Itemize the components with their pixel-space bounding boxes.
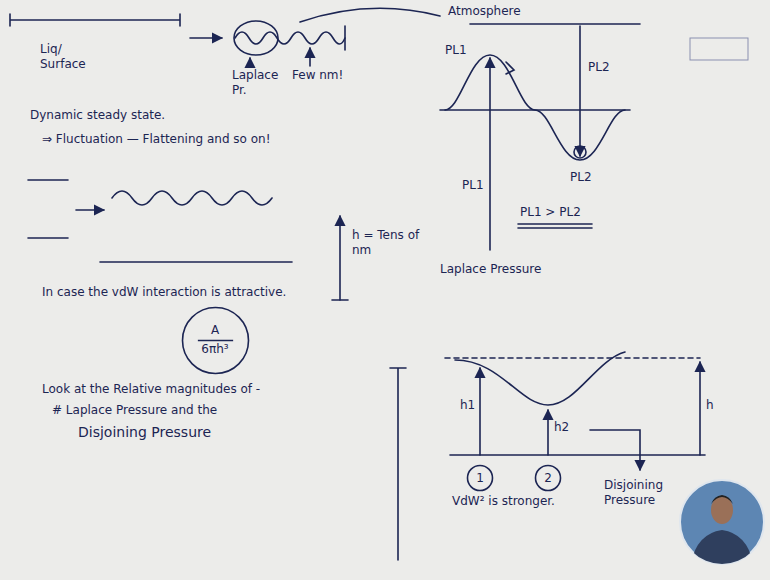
flow-chevron: [506, 62, 514, 74]
thickness-arrow: [547, 410, 549, 455]
thickness-arrow: [699, 362, 701, 455]
circle-outline: [468, 466, 493, 491]
point-marker: 1: [466, 464, 494, 492]
circle-outline: [182, 307, 248, 373]
dimension: h: [706, 398, 714, 413]
arrow: [190, 37, 222, 39]
pressure-symbol: PL1: [445, 43, 467, 58]
fraction-bar: [197, 339, 232, 340]
trough-mark: [574, 146, 586, 158]
inequality: PL1 > PL2: [520, 205, 581, 220]
pressure-symbol: PL2: [588, 60, 610, 75]
reference-line: [445, 357, 700, 359]
note: Dynamic steady state.: [30, 108, 165, 123]
pressure-arrow: [579, 26, 581, 156]
thickness-arrow: [339, 216, 341, 300]
key-term: Disjoining Pressure: [604, 478, 679, 508]
presenter-inset: [680, 480, 764, 570]
tick: [332, 299, 348, 301]
logo-box: [690, 38, 748, 60]
note: VdW² is stronger.: [452, 494, 555, 509]
note: # Laplace Pressure and the: [52, 403, 217, 418]
thickness-arrow: [479, 368, 481, 455]
pressure-arrow: [489, 58, 491, 250]
surface-label: Liq/ Surface: [40, 42, 100, 72]
arrow: [76, 209, 104, 211]
node-text-lower: 6πh³: [199, 342, 230, 357]
tick: [344, 26, 346, 50]
pressure-symbol: PL2: [570, 170, 592, 185]
circled-wave: [234, 21, 278, 55]
curved-arrow: [300, 8, 440, 22]
note: In case the vdW interaction is attractiv…: [42, 285, 286, 300]
dimension: h1: [460, 398, 475, 413]
leader-line: [590, 430, 640, 470]
region-label: Atmosphere: [448, 4, 521, 19]
substrate: [100, 261, 292, 263]
note: Look at the Relative magnitudes of -: [42, 382, 260, 397]
circle-outline: [181, 306, 250, 375]
separator: [390, 368, 406, 560]
wave-profile: [445, 55, 625, 160]
dimension: h = Tens of nm: [352, 228, 437, 258]
wavy-film: [112, 191, 272, 205]
leader-line: [309, 48, 311, 66]
circle-outline: [536, 466, 561, 491]
node-text: 2: [542, 471, 554, 486]
atmosphere-line: [470, 23, 640, 25]
node-text: 1: [474, 471, 486, 486]
key-term: Disjoining Pressure: [78, 425, 211, 440]
node-text: A: [209, 323, 221, 338]
callout: Few nm!: [292, 68, 343, 83]
underline: [518, 224, 592, 228]
dimension: h2: [554, 420, 569, 435]
note: ⇒ Fluctuation — Flattening and so on!: [42, 132, 271, 147]
flat-surface: [10, 14, 180, 26]
substrate: [450, 454, 705, 456]
leader-line: [249, 58, 251, 66]
pressure-symbol: PL1: [462, 178, 484, 193]
flat-film: [28, 180, 68, 238]
heading-note: Laplace Pressure: [440, 262, 541, 277]
wavy-surface: [235, 32, 345, 44]
point-marker: 2: [534, 464, 562, 492]
callout: Laplace Pr.: [232, 68, 287, 98]
formula-circle: A 6πh³: [181, 306, 250, 375]
